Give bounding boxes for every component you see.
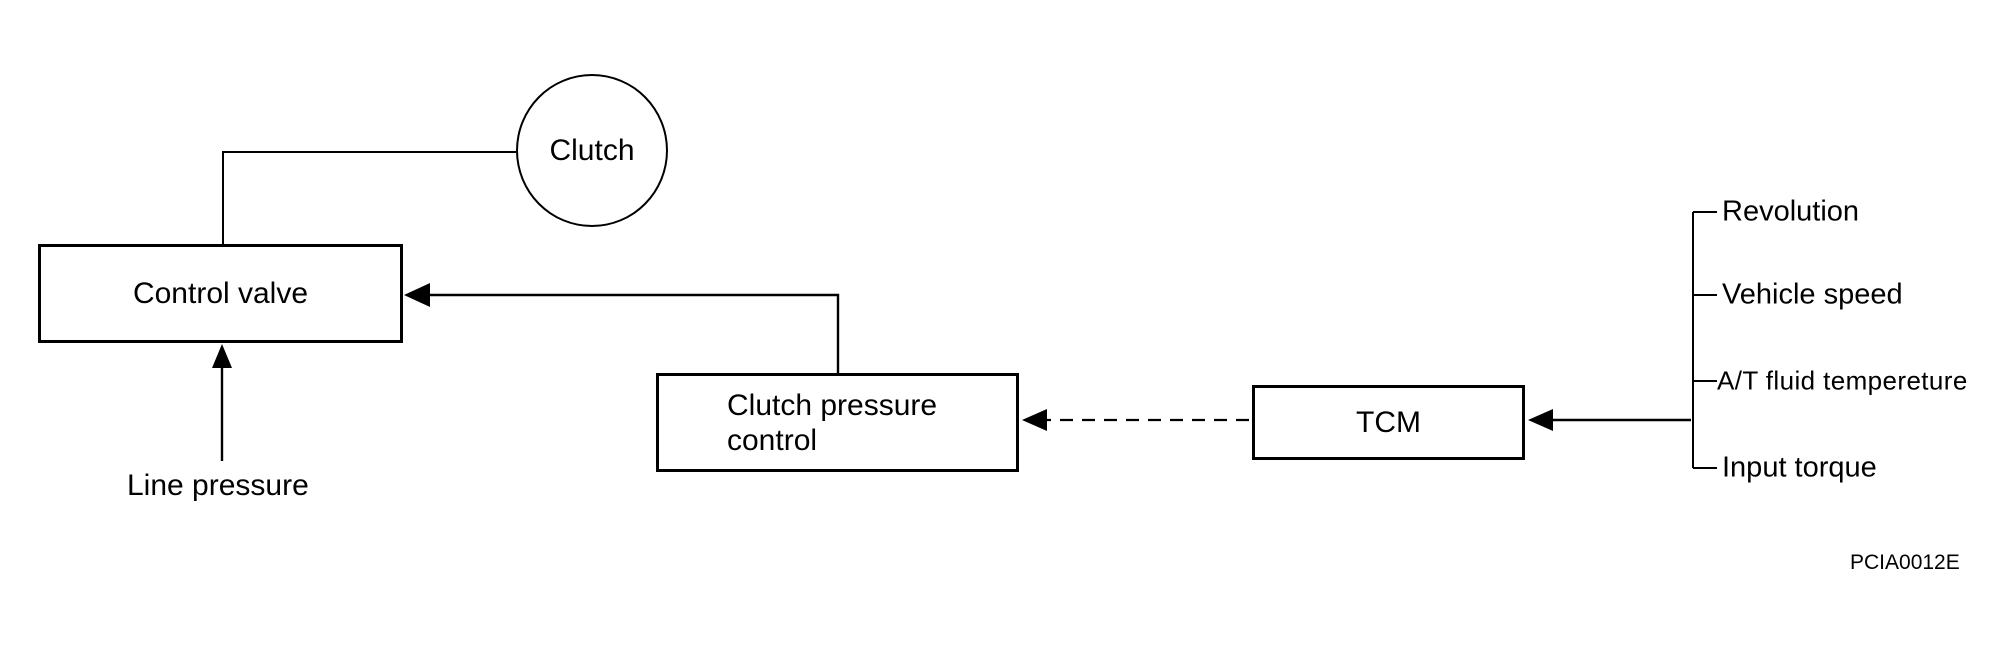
cpc-to-control-valve-arrowhead — [404, 283, 430, 307]
inputs-to-tcm-arrowhead — [1528, 409, 1553, 431]
node-tcm: TCM — [1252, 385, 1525, 460]
line-pressure-arrowhead — [212, 344, 232, 368]
tcm-input-input-torque: Input torque — [1722, 451, 1877, 484]
tcm-input-vehicle-speed: Vehicle speed — [1722, 278, 1903, 311]
line-pressure-label: Line pressure — [127, 469, 309, 502]
node-clutch: Clutch — [516, 74, 668, 227]
node-control-valve: Control valve — [38, 244, 403, 343]
node-clutch-pressure-control: Clutch pressure control — [656, 373, 1019, 472]
control-valve-to-clutch-line — [222, 151, 516, 246]
figure-code: PCIA0012E — [1850, 551, 1960, 574]
tcm-input-revolution: Revolution — [1722, 195, 1860, 228]
tcm-inputs-bracket — [1692, 211, 1717, 469]
node-clutch-label: Clutch — [549, 134, 635, 167]
node-clutch-pressure-control-label: Clutch pressure control — [727, 388, 938, 457]
cpc-to-control-valve-line — [429, 293, 840, 374]
node-tcm-label: TCM — [1356, 406, 1421, 439]
tcm-input-at-fluid-temperature: A/T fluid tempereture — [1717, 365, 1968, 396]
node-control-valve-label: Control valve — [132, 277, 309, 310]
tcm-to-cpc-arrowhead — [1022, 409, 1047, 431]
